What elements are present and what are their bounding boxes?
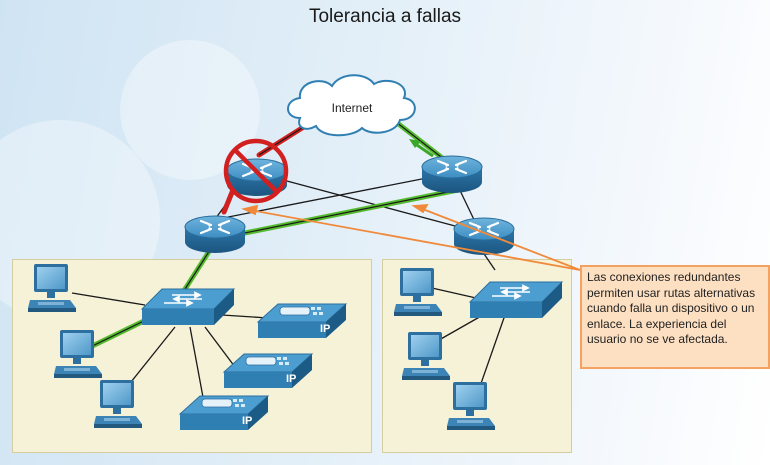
- switch-right: [469, 281, 563, 319]
- switch-left: [141, 288, 235, 326]
- pc-right-1: [394, 268, 442, 316]
- ip-phone-1: IP: [257, 303, 347, 339]
- ip-phone-2: IP: [223, 353, 313, 389]
- svg-text:IP: IP: [286, 373, 296, 385]
- ip-phone-3: IP: [179, 395, 269, 431]
- router-top-right: [420, 154, 484, 195]
- slide-title: Tolerancia a fallas: [308, 6, 462, 27]
- failure-prohibition-icon: [223, 138, 289, 204]
- background-bubble: [120, 40, 260, 180]
- svg-text:IP: IP: [320, 323, 330, 335]
- pc-left-1: [28, 264, 76, 312]
- pc-right-2: [402, 332, 450, 380]
- traffic-direction-arrow: [409, 139, 434, 158]
- internet-cloud: Internet: [287, 74, 416, 137]
- pc-left-2: [54, 330, 102, 378]
- redundancy-callout: Las conexiones redundantes permiten usar…: [580, 265, 770, 369]
- internet-label: Internet: [332, 101, 373, 115]
- callout-pointers: [241, 203, 581, 271]
- pc-right-3: [447, 382, 495, 430]
- router-bottom-left: [183, 214, 247, 255]
- svg-text:IP: IP: [242, 415, 252, 427]
- pc-left-3: [94, 380, 142, 428]
